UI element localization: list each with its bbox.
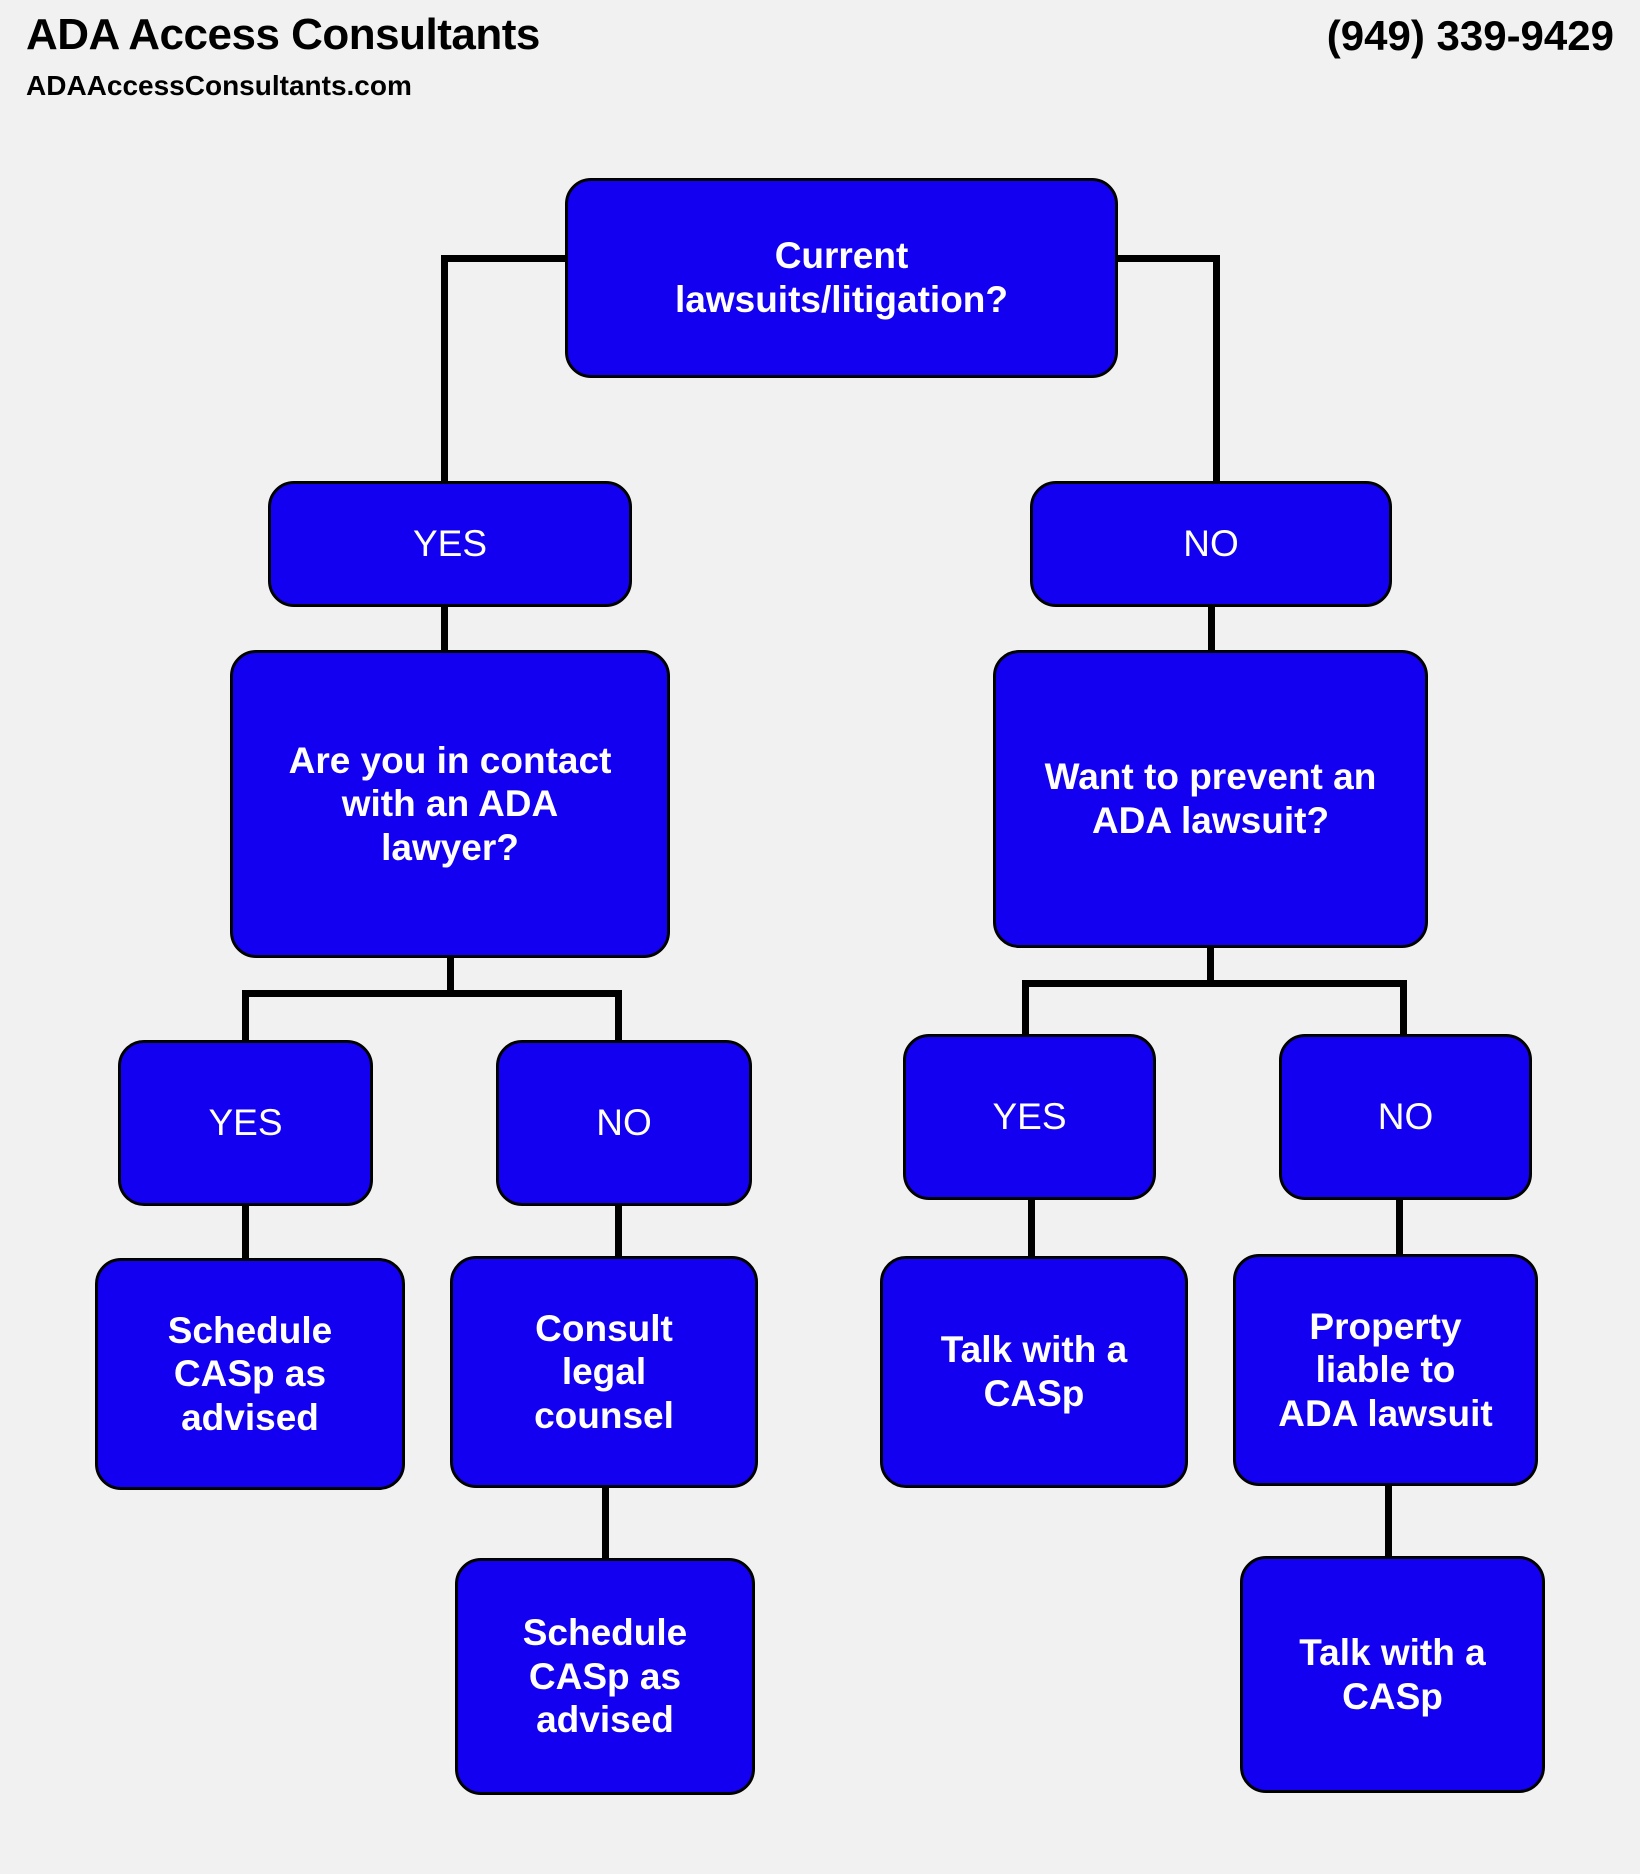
node-no-prevent-lawsuit[interactable]: NO: [1279, 1034, 1532, 1200]
node-no-level1[interactable]: NO: [1030, 481, 1392, 607]
edge-yes3-to-talk: [1028, 1192, 1035, 1260]
node-yes-lawyer-contact[interactable]: YES: [118, 1040, 373, 1206]
node-yes-level1[interactable]: YES: [268, 481, 632, 607]
edge-root-to-no1-vertical: [1213, 255, 1220, 487]
edge-no3-to-liable: [1396, 1192, 1403, 1260]
node-outcome-schedule-casp-2[interactable]: Schedule CASp as advised: [455, 1558, 755, 1795]
edge-prevent-stem: [1207, 940, 1214, 985]
node-label: YES: [992, 1096, 1067, 1138]
edge-root-to-no1-horizontal: [1112, 255, 1220, 262]
edge-no1-to-prevent-question: [1208, 600, 1215, 662]
node-question-ada-lawyer-contact[interactable]: Are you in contact with an ADA lawyer?: [230, 650, 670, 958]
node-label: Consult legal counsel: [534, 1307, 674, 1436]
node-outcome-talk-with-casp-2[interactable]: Talk with a CASp: [1240, 1556, 1545, 1793]
edge-prevent-bus: [1022, 980, 1407, 987]
edge-root-to-yes1-vertical: [441, 255, 448, 487]
edge-liable-to-talk2: [1385, 1480, 1392, 1562]
node-root-current-lawsuits[interactable]: Current lawsuits/litigation?: [565, 178, 1118, 378]
edge-no2-to-consult: [615, 1195, 622, 1263]
node-outcome-schedule-casp-1[interactable]: Schedule CASp as advised: [95, 1258, 405, 1490]
node-label: Schedule CASp as advised: [522, 1612, 688, 1741]
node-label: Talk with a CASp: [1299, 1631, 1486, 1717]
edge-yes1-to-lawyer-question: [441, 600, 448, 662]
node-label: NO: [1377, 1096, 1434, 1138]
node-label: Talk with a CASp: [940, 1329, 1128, 1414]
node-question-prevent-lawsuit[interactable]: Want to prevent an ADA lawsuit?: [993, 650, 1428, 948]
node-label: Property liable to ADA lawsuit: [1278, 1305, 1493, 1434]
edge-prevent-to-no3: [1400, 980, 1407, 1038]
node-label: Current lawsuits/litigation?: [674, 235, 1009, 320]
node-label: YES: [208, 1102, 283, 1144]
edge-lawyer-to-yes2: [242, 990, 249, 1048]
node-label: Want to prevent an ADA lawsuit?: [1044, 756, 1377, 841]
node-label: NO: [1183, 523, 1239, 565]
edge-lawyer-bus: [242, 990, 622, 997]
node-outcome-talk-with-casp-1[interactable]: Talk with a CASp: [880, 1256, 1188, 1488]
node-label: Are you in contact with an ADA lawyer?: [288, 739, 612, 868]
node-outcome-property-liable[interactable]: Property liable to ADA lawsuit: [1233, 1254, 1538, 1486]
company-website: ADAAccessConsultants.com: [26, 70, 412, 101]
node-label: Schedule CASp as advised: [167, 1309, 333, 1438]
node-label: NO: [596, 1102, 652, 1144]
node-outcome-consult-legal-counsel[interactable]: Consult legal counsel: [450, 1256, 758, 1488]
node-yes-prevent-lawsuit[interactable]: YES: [903, 1034, 1156, 1200]
edge-root-to-yes1-horizontal: [441, 255, 569, 262]
node-label: YES: [412, 523, 488, 565]
edge-lawyer-stem: [447, 950, 454, 995]
phone-number: (949) 339-9429: [1326, 12, 1614, 59]
node-no-lawyer-contact[interactable]: NO: [496, 1040, 752, 1206]
company-title: ADA Access Consultants: [26, 10, 540, 59]
edge-prevent-to-yes3: [1022, 980, 1029, 1038]
edge-consult-to-schedule2: [602, 1480, 609, 1562]
edge-yes2-to-schedule: [242, 1195, 249, 1263]
edge-lawyer-to-no2: [615, 990, 622, 1048]
